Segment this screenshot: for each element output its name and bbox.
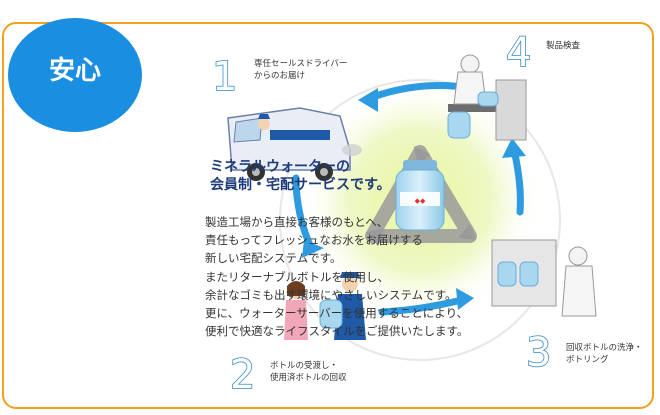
step-4-number: 4 xyxy=(505,29,532,77)
delivery-person-icon xyxy=(284,272,366,340)
delivery-truck-icon xyxy=(227,107,362,181)
step-3-number: 3 xyxy=(525,329,552,377)
step-2-label-line: 使用済ボトルの回収 xyxy=(270,373,347,383)
step-3-label: 回収ボトルの洗浄・ ボトリング xyxy=(566,342,643,366)
description-line: 責任もってフレッシュなお水をお届けする xyxy=(205,233,423,248)
description: 製造工場から直接お客様のもとへ、 責任もってフレッシュなお水をお届けする 新しい… xyxy=(205,213,505,340)
heading-line: ミネラルウォーターの xyxy=(210,159,350,175)
description-line: 新しい宅配システムです。 xyxy=(205,251,342,266)
step-1-label: 専任セールスドライバー からのお届け xyxy=(254,58,347,82)
step-4-label-line: 製品検査 xyxy=(546,41,581,51)
anshin-badge: 安心 xyxy=(8,18,142,132)
description-line: 便利で快適なライフスタイルをご提供いたします。 xyxy=(205,324,469,339)
step-1-number: 1 xyxy=(211,53,238,101)
cycle-ring xyxy=(279,79,561,361)
step-4-label: 製品検査 xyxy=(546,40,580,52)
step-2-number: 2 xyxy=(229,351,256,399)
step-2-label: ボトルの受渡し・ 使用済ボトルの回収 xyxy=(270,360,347,384)
inspection-worker-icon xyxy=(447,54,527,141)
section-heading: ミネラルウォーターの 会員制・宅配サービスです。 xyxy=(210,158,450,194)
description-line: またリターナブルボトルを使用し、 xyxy=(205,269,389,284)
heading-line: 会員制・宅配サービスです。 xyxy=(210,177,391,193)
description-line: 製造工場から直接お客様のもとへ、 xyxy=(205,215,389,229)
description-line: 余計なゴミも出す環境にやさしいシステムです。 xyxy=(205,287,457,302)
svg-text:◆◆: ◆◆ xyxy=(415,197,426,205)
step-1-label-line: 専任セールスドライバー xyxy=(254,59,348,69)
arrow-heads xyxy=(302,88,526,310)
arrow-bottom xyxy=(378,296,466,316)
bottling-machine-icon xyxy=(491,239,597,317)
badge-label: 安心 xyxy=(48,56,101,86)
water-bottle-icon: ◆◆ xyxy=(395,160,445,231)
step-3-label-line: ボトリング xyxy=(566,355,609,365)
step-2-label-line: ボトルの受渡し・ xyxy=(270,361,339,371)
step-1-label-line: からのお届け xyxy=(254,71,306,81)
step-3-label-line: 回収ボトルの洗浄・ xyxy=(566,343,643,353)
description-line: 更に、ウォーターサーバーを使用することにより、 xyxy=(205,306,469,321)
